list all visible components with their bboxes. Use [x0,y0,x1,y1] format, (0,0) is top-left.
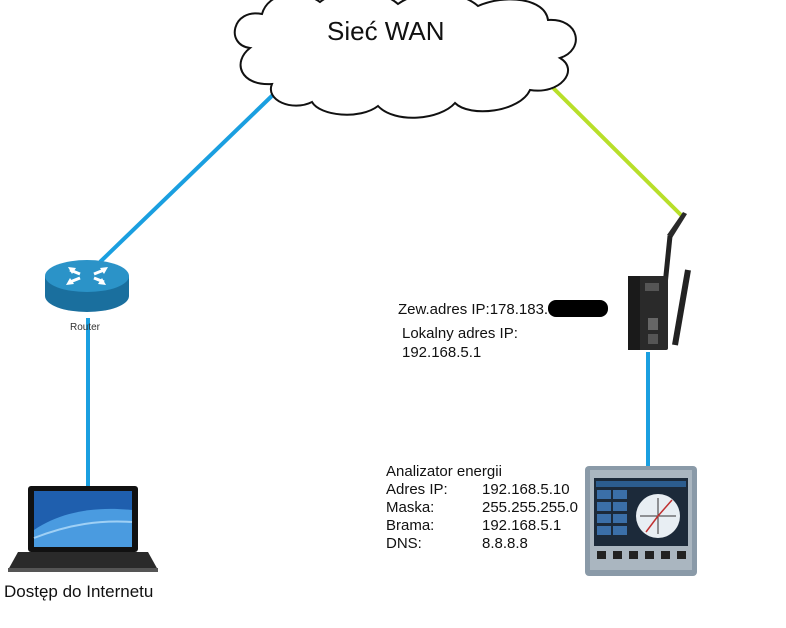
local-ip-value: 192.168.5.1 [402,344,482,361]
analyzer-key: DNS: [386,535,422,552]
analyzer-row-gateway: Brama: 192.168.5.1 [386,517,578,535]
analyzer-key: Adres IP: [386,481,448,498]
analyzer-value: 192.168.5.1 [482,517,562,534]
analyzer-value: 255.255.255.0 [482,499,578,516]
router-icon [45,260,129,312]
local-ip-label: Lokalny adres IP: [402,325,518,342]
analyzer-title: Analizator energii [386,463,502,480]
laptop-label: Dostęp do Internetu [4,582,154,601]
external-ip-label: Zew.adres IP:178.183. [398,301,549,318]
router-label: Router [70,322,101,333]
redaction-mark [548,300,609,317]
analyzer-row-mask: Maska: 255.255.255.0 [386,499,578,517]
cloud-label: Sieć WAN [327,16,445,46]
wan-cloud-icon [233,0,577,119]
energy-analyzer-icon [585,466,697,576]
analyzer-value: 8.8.8.8 [482,535,528,552]
analyzer-row-ip: Adres IP: 192.168.5.10 [386,481,578,499]
analyzer-key: Brama: [386,517,435,534]
analyzer-row-dns: DNS: 8.8.8.8 [386,535,578,553]
analyzer-key: Maska: [386,499,435,516]
link-cloud-router [98,88,280,264]
analyzer-value: 192.168.5.10 [482,481,570,498]
analyzer-info: Analizator energii Adres IP: 192.168.5.1… [386,463,578,553]
laptop-icon [8,486,158,572]
gateway-device-icon [628,212,691,350]
external-ip-line: Zew.adres IP:178.183. [398,300,609,318]
